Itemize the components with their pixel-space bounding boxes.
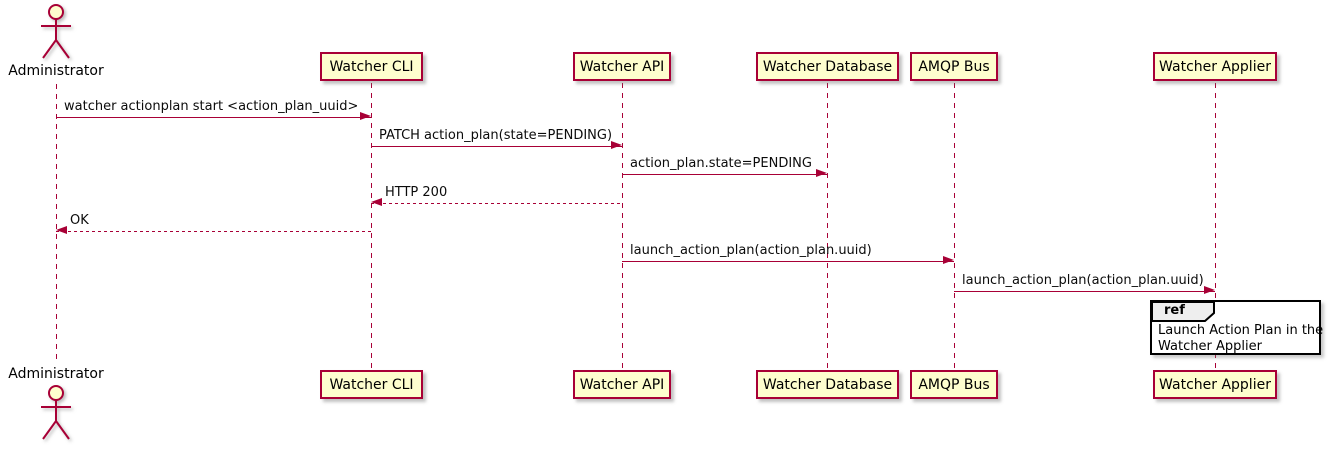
- arrowhead-left-icon: [371, 198, 382, 206]
- participant-amqp-bus-top: AMQP Bus: [910, 52, 998, 81]
- participant-watcher-api-bottom: Watcher API: [573, 370, 671, 399]
- participant-watcher-database-top: Watcher Database: [756, 52, 899, 81]
- message-line: [371, 198, 622, 206]
- participant-label: Watcher Database: [762, 376, 893, 393]
- participant-label: Watcher Applier: [1159, 58, 1271, 75]
- participant-watcher-applier-bottom: Watcher Applier: [1153, 370, 1277, 399]
- participant-watcher-cli-bottom: Watcher CLI: [320, 370, 423, 399]
- lifeline-watcher-api: [622, 83, 623, 370]
- lifeline-watcher-cli: [371, 83, 372, 370]
- participant-watcher-api-top: Watcher API: [573, 52, 671, 81]
- arrowhead-right-icon: [816, 169, 827, 177]
- arrowhead-left-icon: [56, 226, 67, 234]
- actor-icon: [41, 4, 71, 59]
- message-label: HTTP 200: [385, 185, 448, 200]
- actor-icon: [41, 385, 71, 440]
- message-label: action_plan.state=PENDING: [630, 156, 812, 171]
- ref-fragment: ref Launch Action Plan in the Watcher Ap…: [1150, 300, 1323, 355]
- lifeline-administrator: [56, 84, 57, 364]
- actor-label-bottom: Administrator: [8, 366, 104, 382]
- participant-label: Watcher Database: [762, 58, 893, 75]
- message-line: [56, 112, 371, 120]
- participant-watcher-cli-top: Watcher CLI: [320, 52, 423, 81]
- message-label: watcher actionplan start <action_plan_uu…: [64, 99, 359, 114]
- actor-figure-top: [38, 3, 74, 65]
- message-line: [954, 286, 1215, 294]
- actor-label-top: Administrator: [8, 63, 104, 79]
- participant-label: AMQP Bus: [918, 376, 990, 393]
- message-label: launch_action_plan(action_plan.uuid): [630, 243, 872, 258]
- message-line: [56, 226, 371, 234]
- message-line: [371, 141, 622, 149]
- participant-label: AMQP Bus: [918, 58, 990, 75]
- lifeline-watcher-database: [827, 83, 828, 370]
- actor-figure-bottom: [38, 384, 74, 446]
- ref-keyword: ref: [1164, 303, 1185, 318]
- lifeline-watcher-applier: [1215, 83, 1216, 370]
- ref-text: Launch Action Plan in the Watcher Applie…: [1158, 323, 1323, 355]
- participant-label: Watcher CLI: [329, 376, 414, 393]
- message-line: [622, 256, 954, 264]
- participant-label: Watcher API: [579, 58, 665, 75]
- ref-text-line: Launch Action Plan in the: [1158, 323, 1324, 338]
- participant-label: Watcher Applier: [1159, 376, 1271, 393]
- participant-watcher-database-bottom: Watcher Database: [756, 370, 899, 399]
- ref-text-line: Watcher Applier: [1158, 339, 1262, 354]
- arrowhead-right-icon: [943, 256, 954, 264]
- message-label: PATCH action_plan(state=PENDING): [379, 128, 613, 143]
- arrowhead-right-icon: [360, 112, 371, 120]
- participant-label: Watcher CLI: [329, 58, 414, 75]
- message-label: OK: [70, 213, 89, 228]
- arrowhead-right-icon: [1204, 286, 1215, 294]
- message-line: [622, 169, 827, 177]
- participant-label: Watcher API: [579, 376, 665, 393]
- arrowhead-right-icon: [611, 141, 622, 149]
- lifeline-amqp-bus: [954, 83, 955, 370]
- participant-amqp-bus-bottom: AMQP Bus: [910, 370, 998, 399]
- ref-tab-icon: [1151, 301, 1215, 322]
- participant-watcher-applier-top: Watcher Applier: [1153, 52, 1277, 81]
- message-label: launch_action_plan(action_plan.uuid): [962, 273, 1204, 288]
